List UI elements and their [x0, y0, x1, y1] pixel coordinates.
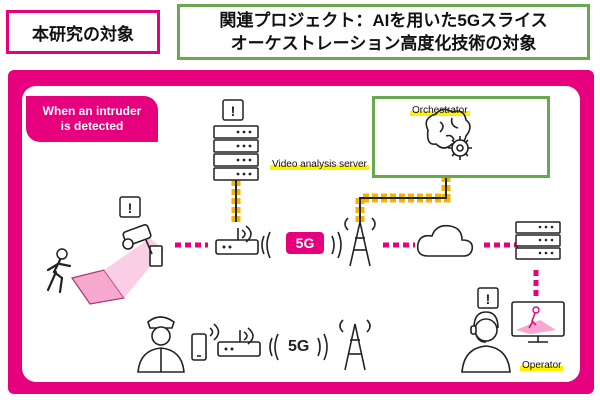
- yellow-connectors: [231, 178, 451, 222]
- intruder-label-line1: When an intruder: [42, 104, 142, 118]
- 5g-label-bottom: 5G: [288, 338, 310, 355]
- camera-icon: [122, 224, 163, 267]
- intruder-label-line2: is detected: [60, 119, 124, 133]
- cloud-icon: [416, 224, 474, 257]
- related-project-label: 関連プロジェクト：AIを用いた5Gスライス オーケストレーション高度化技術の対象: [177, 4, 590, 60]
- alert-icon: !: [119, 196, 141, 218]
- antenna-tower-icon: [344, 217, 376, 267]
- operator-icon: [461, 311, 511, 373]
- brain-gear-icon: [425, 108, 472, 160]
- svg-text:!: !: [231, 103, 236, 119]
- target-label-text: 本研究の対象: [32, 24, 134, 44]
- server-icon: [515, 221, 561, 260]
- antenna-tower-icon: [339, 319, 371, 371]
- related-project-line2: オーケストレーション高度化技術の対象: [230, 34, 537, 53]
- operator-label: Operator: [520, 360, 564, 371]
- router-icon: [217, 327, 261, 357]
- router-icon: [215, 225, 259, 255]
- related-project-line1: 関連プロジェクト：AIを用いた5Gスライス: [219, 11, 548, 30]
- signal-waves-icon: [269, 333, 328, 361]
- alert-icon: !: [222, 99, 244, 121]
- intruder-detected-label: When an intruder is detected: [26, 96, 158, 142]
- guard-icon: [137, 316, 185, 373]
- orchestrator-highlight-box: [372, 96, 550, 178]
- svg-text:!: !: [128, 200, 133, 216]
- alert-icon: !: [477, 287, 499, 309]
- monitor-icon: [511, 301, 565, 343]
- server-icon: [213, 125, 259, 181]
- intruder-icon: [46, 238, 164, 305]
- target-label: 本研究の対象: [6, 10, 160, 54]
- video-server-label: Video analysis server: [270, 159, 369, 170]
- magenta-connectors: [175, 242, 539, 300]
- svg-text:!: !: [486, 291, 491, 307]
- smartphone-icon: [191, 323, 220, 361]
- signal-waves-icon: [261, 231, 342, 259]
- 5g-badge-top: 5G: [286, 232, 324, 254]
